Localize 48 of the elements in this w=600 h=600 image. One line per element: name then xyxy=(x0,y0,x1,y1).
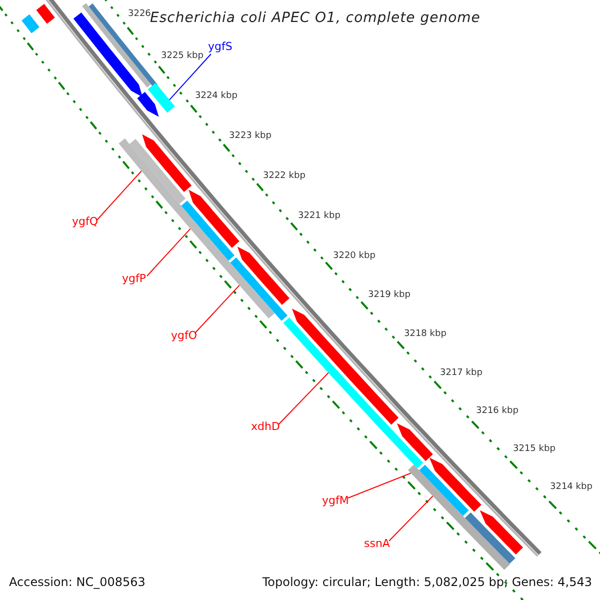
leader-line xyxy=(348,472,412,498)
gene-label: ygfO xyxy=(171,329,198,342)
scale-label: 3221 kbp xyxy=(298,211,340,221)
accession-text: Accession: NC_008563 xyxy=(9,574,146,591)
gene-bar xyxy=(129,138,186,204)
gene-bar xyxy=(22,14,40,34)
scale-label: 3218 kbp xyxy=(404,329,446,339)
gene-bar xyxy=(230,257,288,321)
gene-label: ygfM xyxy=(322,494,349,507)
gene-bar xyxy=(36,4,55,24)
gene-bar xyxy=(148,82,175,113)
gene-block xyxy=(137,92,159,117)
gene-bar xyxy=(82,3,151,88)
gene-block xyxy=(237,246,290,305)
leader-line xyxy=(278,372,329,426)
scale-label: 3216 kbp xyxy=(476,406,518,416)
gene-label: xdhD xyxy=(251,420,280,433)
leader-line xyxy=(194,284,240,334)
scale-label: 3219 kbp xyxy=(368,290,410,300)
gene-label: ssnA xyxy=(364,537,390,550)
gene-label: ygfP xyxy=(122,272,146,285)
gene-label: ygfQ xyxy=(72,215,98,228)
scale-label: 3224 kbp xyxy=(195,91,238,101)
scale-label: 3226 xyxy=(128,9,151,19)
leader-line xyxy=(96,170,142,220)
leader-line xyxy=(146,228,191,276)
gene-block xyxy=(396,423,433,462)
genome-summary-text: Topology: circular; Length: 5,082,025 bp; Genes: 4,543 xyxy=(262,574,592,591)
gene-label: ygfS xyxy=(208,40,232,53)
scale-label: 3220 kbp xyxy=(333,251,376,261)
scale-label: 3215 kbp xyxy=(513,444,556,454)
scale-label: 3217 kbp xyxy=(440,368,482,378)
gene-block xyxy=(142,134,192,192)
gene-bar xyxy=(181,200,234,261)
title: Escherichia coli APEC O1, complete genome xyxy=(150,10,480,28)
scale-label: 3223 kbp xyxy=(229,131,272,141)
gene-block xyxy=(480,510,523,554)
gene-block xyxy=(429,458,482,512)
scale-label: 3225 kbp xyxy=(161,51,204,61)
gene-bar xyxy=(464,512,516,564)
scale-label: 3222 kbp xyxy=(263,171,306,181)
leader-line xyxy=(168,54,212,100)
gene-block xyxy=(292,308,399,425)
gene-bar xyxy=(419,464,469,516)
gene-block xyxy=(188,190,240,248)
gene-bar xyxy=(408,464,510,570)
leader-line xyxy=(388,496,434,542)
scale-label: 3214 kbp xyxy=(550,482,592,492)
